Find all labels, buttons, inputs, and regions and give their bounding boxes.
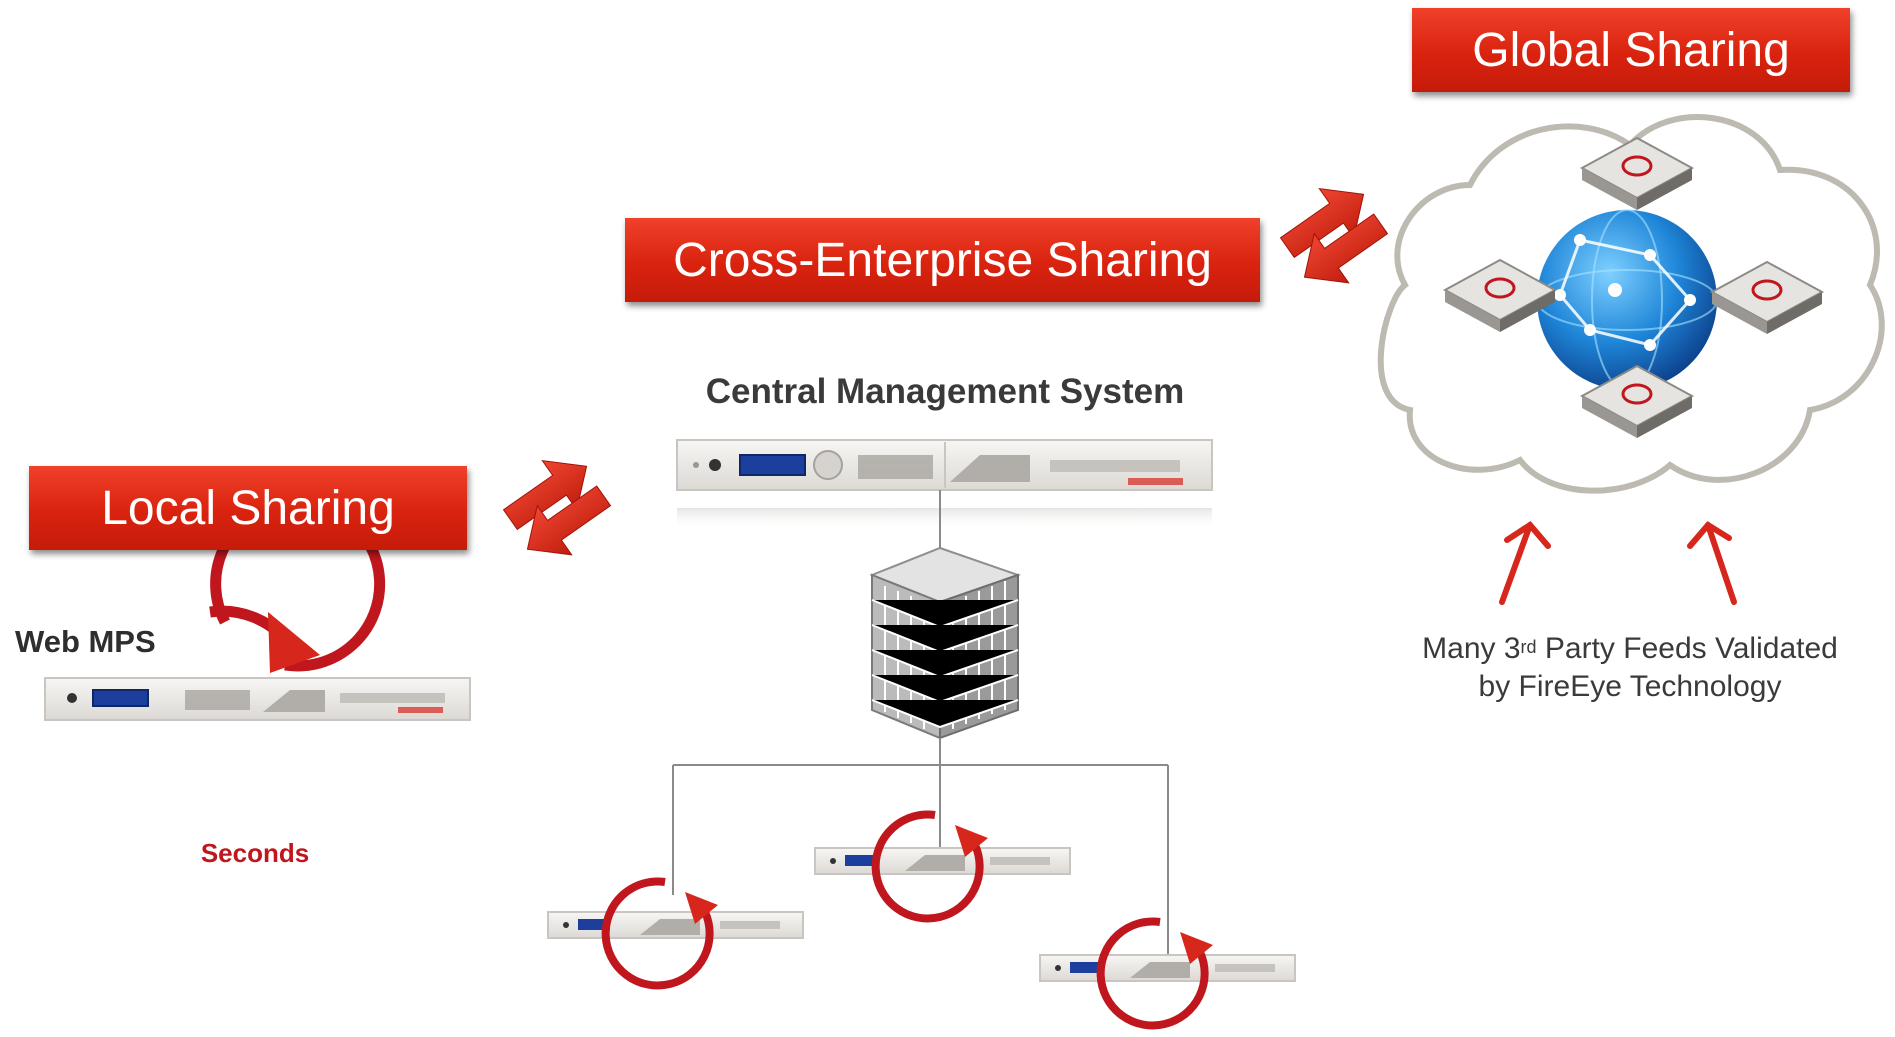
global-sharing-label: Global Sharing	[1472, 23, 1790, 77]
local-sharing-banner: Local Sharing	[29, 466, 467, 550]
feeds-caption-post: Party Feeds Validated	[1536, 632, 1838, 665]
web-mps-appliance	[44, 677, 471, 721]
global-sharing-banner: Global Sharing	[1412, 8, 1850, 92]
cross-enterprise-sharing-label: Cross-Enterprise Sharing	[673, 233, 1212, 287]
refresh-cycle-icon	[871, 810, 988, 923]
local-sharing-label: Local Sharing	[101, 481, 395, 535]
third-party-feeds-caption: Many 3rd Party Feeds Validated by FireEy…	[1380, 630, 1880, 706]
sensor-appliance	[814, 847, 1071, 875]
office-building-icon	[869, 546, 1022, 740]
globe-network-icon	[1536, 209, 1718, 391]
cross-enterprise-sharing-banner: Cross-Enterprise Sharing	[625, 218, 1260, 302]
feeds-caption-line1: Many 3rd Party Feeds Validated	[1380, 630, 1880, 668]
feeds-caption-line2: by FireEye Technology	[1478, 670, 1782, 703]
seconds-label: Seconds	[200, 838, 310, 868]
refresh-cycle-icon	[601, 877, 718, 990]
sensor-appliance	[547, 911, 804, 939]
feeds-caption-sup: rd	[1520, 637, 1537, 657]
web-mps-title: Web MPS	[15, 624, 156, 659]
connector-lines	[672, 490, 1169, 960]
central-management-system-title: Central Management System	[705, 372, 1185, 411]
feeds-caption-pre: Many 3	[1422, 632, 1521, 665]
rack-appliance-icon	[1442, 136, 1825, 438]
refresh-cycle-icon	[1096, 917, 1213, 1030]
sensor-appliance	[1039, 954, 1296, 982]
cms-appliance	[676, 439, 1213, 530]
bidirectional-arrows-icon	[1279, 187, 1389, 284]
feed-arrow-icon	[1499, 521, 1737, 605]
bidirectional-arrows-icon	[502, 459, 612, 556]
